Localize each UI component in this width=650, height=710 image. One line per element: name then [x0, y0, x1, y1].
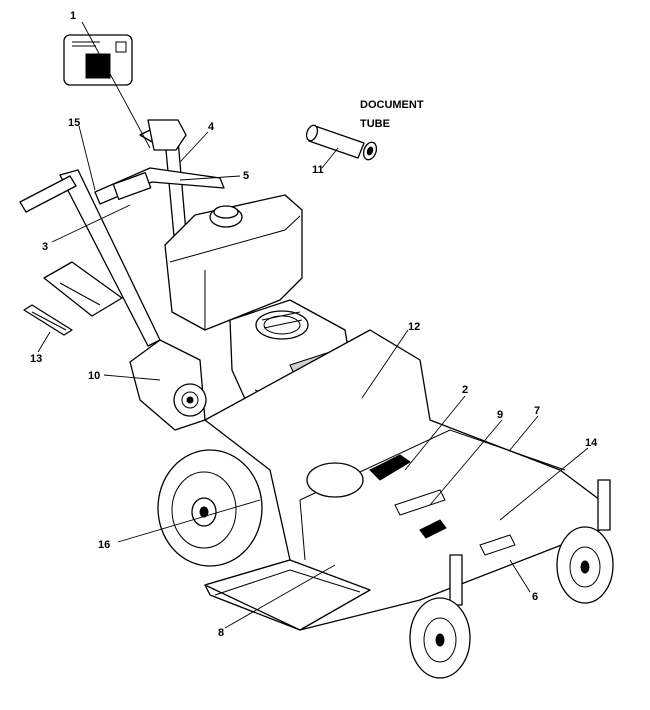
callout-11: 11: [312, 164, 324, 176]
callout-13: 13: [30, 353, 42, 365]
drive-wheel: [157, 449, 263, 567]
document-tube-label-line2: TUBE: [360, 118, 390, 130]
caster-wheel-left: [409, 554, 471, 679]
callout-1: 1: [70, 10, 76, 22]
mower-deck: [204, 329, 601, 631]
callout-6: 6: [532, 591, 538, 603]
callout-labels: 1 2 3 4 5 6 7 8 9 10 11 12 13 14 15 16: [30, 10, 598, 639]
callout-3: 3: [42, 241, 48, 253]
callout-12: 12: [408, 321, 420, 333]
callout-16: 16: [98, 539, 110, 551]
callout-8: 8: [218, 627, 224, 639]
belt-guard: [129, 339, 207, 431]
decal-13: [23, 261, 123, 336]
callout-2: 2: [462, 384, 468, 396]
fuel-tank: [164, 194, 303, 331]
callout-7: 7: [534, 405, 540, 417]
callout-10: 10: [88, 370, 100, 382]
document-tube: [305, 124, 378, 161]
callout-15: 15: [68, 117, 80, 129]
caster-wheel-right: [556, 479, 614, 604]
leader-lines: [37, 21, 589, 629]
callout-9: 9: [497, 409, 503, 421]
callout-4: 4: [208, 121, 215, 133]
callout-14: 14: [585, 437, 598, 449]
callout-5: 5: [243, 170, 249, 182]
document-tube-label-line1: DOCUMENT: [360, 99, 424, 111]
handle-assembly: [19, 119, 225, 347]
decal-1: [63, 34, 133, 86]
document-tube-title: DOCUMENT TUBE: [360, 99, 424, 130]
